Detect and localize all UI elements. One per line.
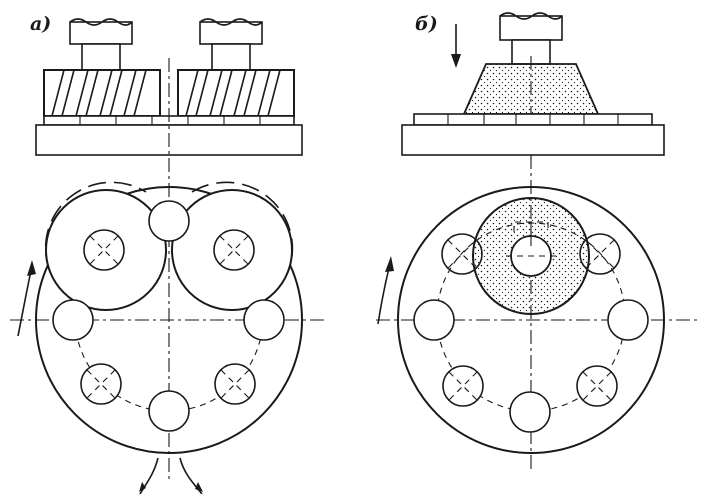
workpiece-2	[83, 229, 125, 271]
workpiece-6	[80, 363, 122, 405]
left-cutter-path	[44, 181, 147, 273]
workpiece-b-6	[576, 365, 618, 407]
right-cutter-path	[191, 181, 294, 273]
feed-arrows-a	[139, 457, 203, 494]
right-spindle-head	[199, 18, 263, 71]
panel-b: б)	[376, 12, 700, 470]
rotation-arrow-b	[377, 256, 394, 325]
workpiece-8	[148, 390, 190, 432]
grinding-wheel-plan	[472, 197, 590, 315]
workpiece-1	[148, 200, 190, 242]
workpiece-3	[213, 229, 255, 271]
panel-a-label: а)	[30, 13, 51, 35]
left-hob-cutter	[43, 69, 161, 117]
workpiece-row-b	[413, 113, 653, 126]
workpiece-4	[52, 299, 94, 341]
rotation-arrow-a	[17, 260, 36, 337]
left-spindle-head	[69, 18, 133, 71]
right-cutter-plan	[171, 189, 293, 311]
panel-a: а)	[10, 13, 328, 494]
workpiece-5	[243, 299, 285, 341]
panel-b-label: б)	[415, 13, 438, 35]
workpiece-b-4	[607, 299, 649, 341]
workpiece-b-5	[442, 365, 484, 407]
left-cutter-plan	[45, 189, 167, 311]
workpiece-b-7	[509, 391, 551, 433]
feed-arrow-b	[451, 24, 461, 68]
workpiece-7	[214, 363, 256, 405]
workpiece-b-3	[413, 299, 455, 341]
right-hob-cutter	[177, 69, 295, 117]
machine-table-front-b	[401, 124, 665, 156]
